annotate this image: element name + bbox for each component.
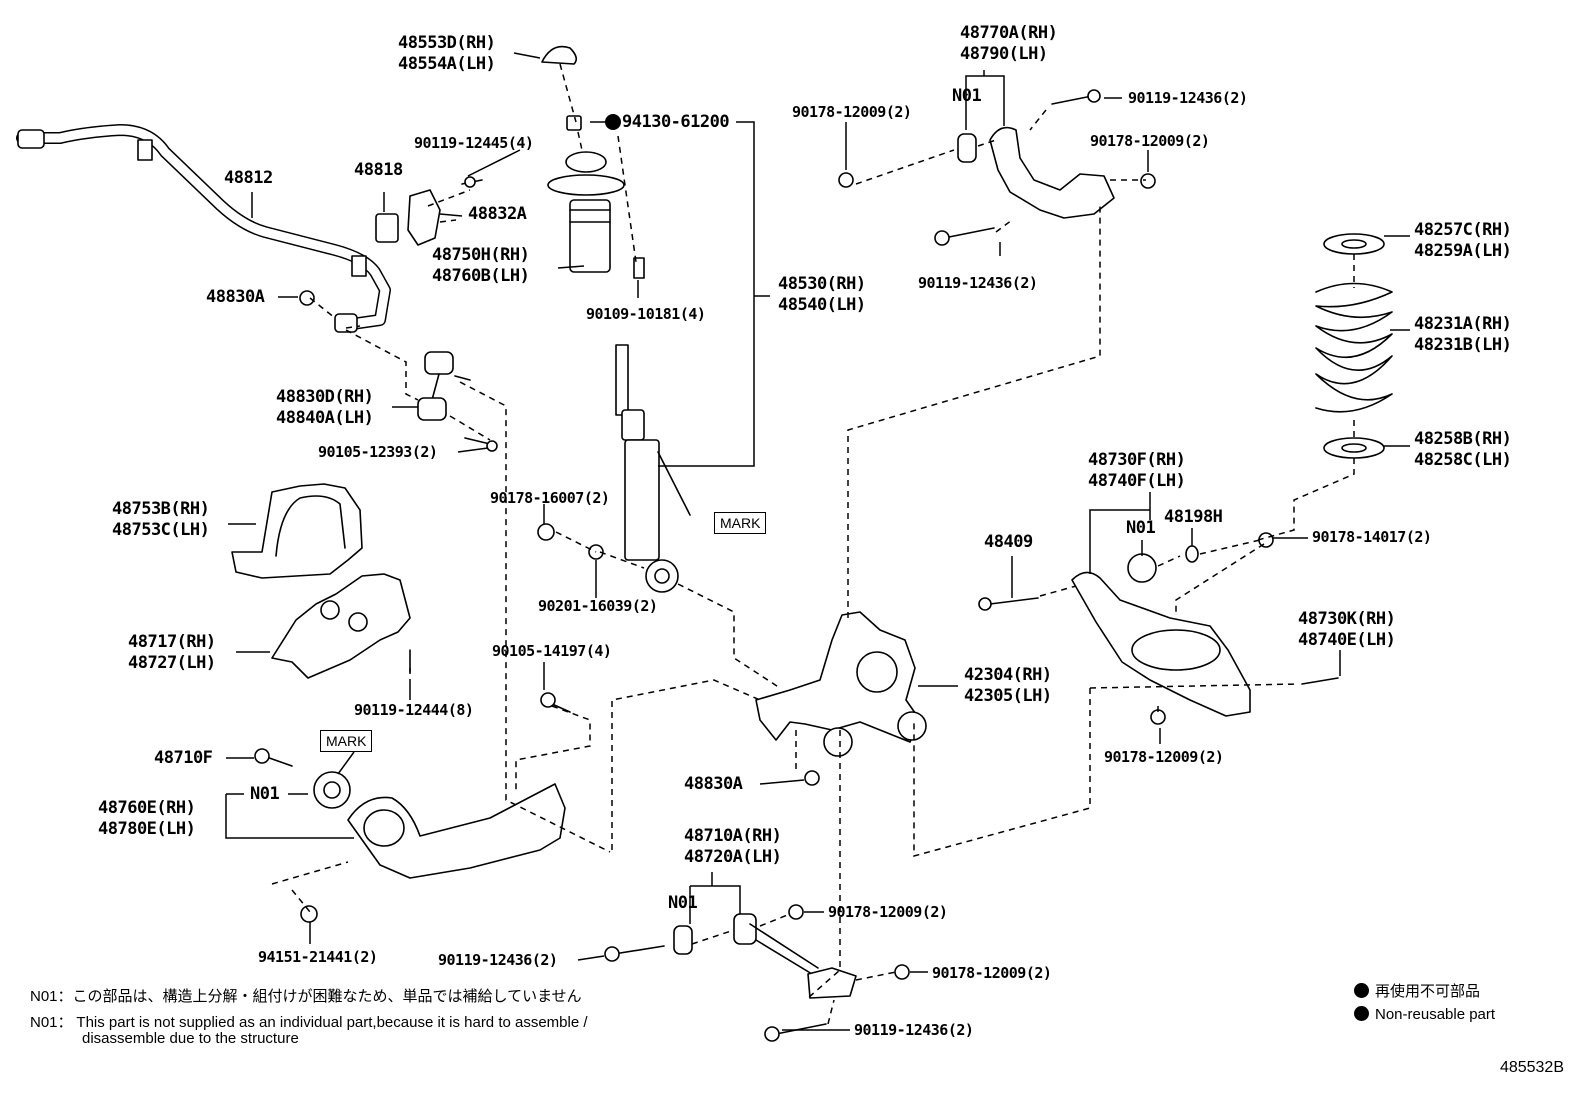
- label-90119-12436-d: 90119-12436(2): [854, 1021, 974, 1039]
- label-48720A: 48720A(LH): [684, 847, 782, 867]
- label-48198H: 48198H: [1164, 507, 1223, 527]
- knuckle-shape: [755, 611, 927, 786]
- label-94151: 94151-21441(2): [258, 948, 378, 966]
- label-48780E: 48780E(LH): [98, 819, 196, 839]
- label-n01-toe-link: N01: [668, 893, 698, 913]
- label-48717: 48717(RH): [128, 632, 216, 652]
- bracket-shape: [271, 573, 411, 679]
- label-48818: 48818: [354, 160, 403, 180]
- label-48830A-bottom: 48830A: [684, 774, 743, 794]
- stabilizer-bar-shape: [16, 124, 391, 333]
- label-48832A: 48832A: [468, 204, 527, 224]
- label-90178-12009-b: 90178-12009(2): [1090, 132, 1210, 150]
- label-48750H: 48750H(RH): [432, 245, 530, 265]
- note-en-line1: N01： This part is not supplied as an ind…: [30, 1014, 588, 1031]
- label-48710F: 48710F: [154, 748, 213, 768]
- label-n01-trailing-arm: N01: [250, 784, 280, 804]
- label-90178-16007: 90178-16007(2): [490, 489, 610, 507]
- mark-box-trailing-arm: MARK: [320, 730, 373, 752]
- label-90178-12009-c: 90178-12009(2): [1104, 748, 1224, 766]
- label-48730K: 48730K(RH): [1298, 609, 1396, 629]
- label-42305: 42305(LH): [964, 686, 1052, 706]
- label-48753C: 48753C(LH): [112, 520, 210, 540]
- label-48530: 48530(RH): [778, 274, 866, 294]
- label-90178-14017: 90178-14017(2): [1312, 528, 1432, 546]
- label-48830D: 48830D(RH): [276, 387, 374, 407]
- diagram-code: 485532B: [1499, 1059, 1564, 1076]
- label-48760B: 48760B(LH): [432, 266, 530, 286]
- note-jp: N01：この部品は、構造上分解・組付けが困難なため、単品では補給していません: [30, 988, 582, 1005]
- stabilizer-bushing-shape: [375, 213, 399, 243]
- label-n01-lower-arm: N01: [1126, 518, 1156, 538]
- label-48727: 48727(LH): [128, 653, 216, 673]
- cover-shape: [231, 483, 363, 579]
- label-48830A-top: 48830A: [206, 287, 265, 307]
- label-48790: 48790(LH): [960, 44, 1048, 64]
- label-90109: 90109-10181(4): [586, 305, 706, 323]
- label-90178-12009-d: 90178-12009(2): [828, 903, 948, 921]
- label-42304: 42304(RH): [964, 665, 1052, 685]
- label-48257C: 48257C(RH): [1414, 220, 1512, 240]
- label-90119-12436-b: 90119-12436(2): [918, 274, 1038, 292]
- shock-absorber-shape: [615, 344, 691, 593]
- label-48553D: 48553D(RH): [398, 33, 496, 53]
- non-reusable-dot-icon: [605, 114, 621, 130]
- label-90119-12445: 90119-12445(4): [414, 134, 534, 152]
- label-48540: 48540(LH): [778, 295, 866, 315]
- toe-link-shape: [604, 904, 910, 1042]
- stabilizer-link-shape: [417, 351, 498, 452]
- label-48259A: 48259A(LH): [1414, 241, 1512, 261]
- label-48231B: 48231B(LH): [1414, 335, 1512, 355]
- label-48840A: 48840A(LH): [276, 408, 374, 428]
- label-90105-14197: 90105-14197(4): [492, 642, 612, 660]
- legend-jp-text: 再使用不可部品: [1375, 983, 1481, 1000]
- trailing-arm-shape: [254, 523, 604, 923]
- label-90105-12393: 90105-12393(2): [318, 443, 438, 461]
- label-90178-12009-e: 90178-12009(2): [932, 964, 1052, 982]
- label-48258B: 48258B(RH): [1414, 429, 1512, 449]
- label-90178-12009-a: 90178-12009(2): [792, 103, 912, 121]
- label-48770A: 48770A(RH): [960, 23, 1058, 43]
- label-48812: 48812: [224, 168, 273, 188]
- label-48753B: 48753B(RH): [112, 499, 210, 519]
- label-90119-12444: 90119-12444(8): [354, 701, 474, 719]
- legend-en: Non-reusable part: [1354, 1006, 1495, 1023]
- dashed-connectors: [271, 63, 1355, 1025]
- label-48554A: 48554A(LH): [398, 54, 496, 74]
- label-48760E: 48760E(RH): [98, 798, 196, 818]
- shock-boot-shape: [547, 151, 645, 279]
- label-48409: 48409: [984, 532, 1033, 552]
- label-94130: 94130-61200: [622, 112, 730, 132]
- label-90119-12436-a: 90119-12436(2): [1128, 89, 1248, 107]
- lower-arm-shape: [978, 532, 1339, 725]
- non-reusable-dot-icon: [1354, 1006, 1369, 1021]
- label-48740F: 48740F(LH): [1088, 471, 1186, 491]
- label-90201: 90201-16039(2): [538, 597, 658, 615]
- label-90119-12436-c: 90119-12436(2): [438, 951, 558, 969]
- label-n01-upper-arm: N01: [952, 86, 982, 106]
- label-48730F: 48730F(RH): [1088, 450, 1186, 470]
- mark-box-shock: MARK: [714, 512, 767, 534]
- label-48740E: 48740E(LH): [1298, 630, 1396, 650]
- upper-arm-shape: [838, 89, 1156, 246]
- leader-lines: [225, 52, 1410, 1031]
- label-48231A: 48231A(RH): [1414, 314, 1512, 334]
- note-en-line2: disassemble due to the structure: [82, 1030, 299, 1047]
- legend-jp: 再使用不可部品: [1354, 980, 1480, 1001]
- label-48258C: 48258C(LH): [1414, 450, 1512, 470]
- legend-en-text: Non-reusable part: [1375, 1006, 1496, 1023]
- non-reusable-dot-icon: [1354, 983, 1369, 998]
- coil-spring-shape: [1315, 233, 1393, 459]
- label-48710A: 48710A(RH): [684, 826, 782, 846]
